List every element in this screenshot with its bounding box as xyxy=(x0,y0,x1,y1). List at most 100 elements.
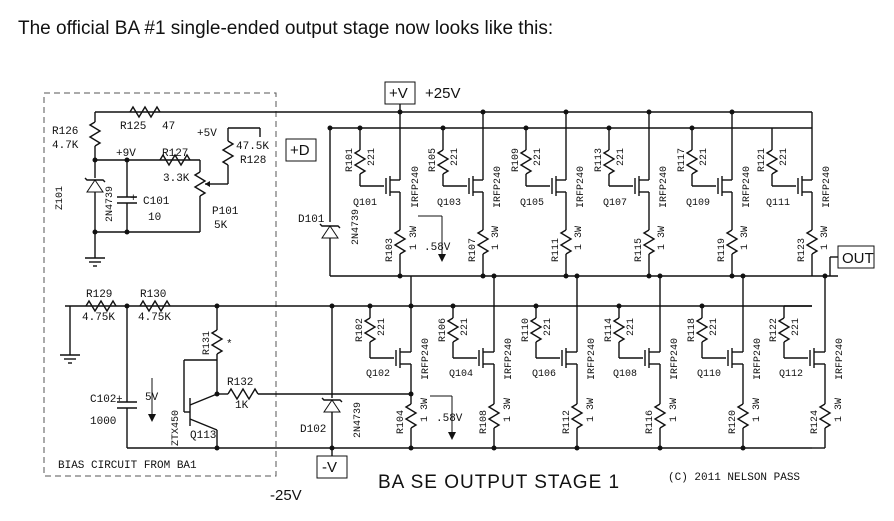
lower-part: IRFP240 xyxy=(504,338,515,380)
stage-title: BA SE OUTPUT STAGE 1 xyxy=(378,472,620,493)
neg-rail-box xyxy=(316,455,348,479)
upper-q-label: Q101 xyxy=(353,198,377,209)
r132-resistor xyxy=(227,387,259,401)
upper-part: IRFP240 xyxy=(822,166,833,208)
z101-label: Z101 xyxy=(55,186,66,210)
r131-resistor xyxy=(210,329,224,355)
lower-part: IRFP240 xyxy=(670,338,681,380)
upper-rs-value: 1 3W xyxy=(409,226,420,250)
lower-rs-value: 1 3W xyxy=(503,398,514,422)
upper-rg-value: 221 xyxy=(779,148,790,166)
neg-rail-box-label: -V xyxy=(322,459,337,476)
upper-rg-label: R109 xyxy=(511,148,522,172)
lower-part: IRFP240 xyxy=(753,338,764,380)
upper-stage-4 xyxy=(602,109,656,279)
r127-label: R127 xyxy=(162,148,188,160)
upper-rs-label: R103 xyxy=(385,238,396,262)
upper-q-label: Q103 xyxy=(437,198,461,209)
lower-rg-label: R122 xyxy=(769,318,780,342)
lower-rs-label: R112 xyxy=(562,410,573,434)
p101-label: P101 xyxy=(212,206,239,218)
lower-rg-label: R102 xyxy=(355,318,366,342)
r129-resistor xyxy=(85,299,117,313)
lower-rs-label: R124 xyxy=(810,410,821,434)
lower-rs-value: 1 3W xyxy=(586,398,597,422)
lower-rg-label: R106 xyxy=(438,318,449,342)
lower-rg-value: 221 xyxy=(377,318,388,336)
upper-measure-value: .58V xyxy=(424,242,451,254)
upper-q-label: Q109 xyxy=(686,198,710,209)
z101-zener xyxy=(86,179,104,193)
upper-q-label: Q107 xyxy=(603,198,627,209)
p101-value: 5K xyxy=(214,220,228,232)
r128-label: R128 xyxy=(240,155,266,167)
lower-rs-value: 1 3W xyxy=(669,398,680,422)
upper-rs-label: R119 xyxy=(717,238,728,262)
lower-q-label: Q104 xyxy=(449,369,473,380)
lower-q-label: Q108 xyxy=(613,369,637,380)
c101-polarity: + xyxy=(130,193,137,205)
bias-measure-arrow xyxy=(148,414,156,422)
upper-stage-5 xyxy=(685,109,739,279)
upper-rg-value: 221 xyxy=(616,148,627,166)
v9-label: +9V xyxy=(116,148,136,160)
lower-rg-value: 221 xyxy=(460,318,471,336)
d102-part: 2N4739 xyxy=(353,402,364,438)
lower-rs-label: R104 xyxy=(396,410,407,434)
upper-rg-value: 221 xyxy=(699,148,710,166)
r131-label: R131 xyxy=(202,331,213,355)
r126-value: 4.7K xyxy=(52,140,79,152)
output-box-label: OUT xyxy=(842,250,874,267)
r131-star: * xyxy=(226,339,233,351)
upper-stage-3 xyxy=(519,109,573,279)
bias-circuit-label: BIAS CIRCUIT FROM BA1 xyxy=(58,460,197,472)
p101-pot xyxy=(193,171,207,197)
lower-rg-value: 221 xyxy=(543,318,554,336)
lower-measure-arrow xyxy=(448,432,456,440)
r128-value: 47.5K xyxy=(236,141,269,153)
pos-rail-voltage: +25V xyxy=(425,85,460,102)
lower-q-label: Q102 xyxy=(366,369,390,380)
r130-resistor xyxy=(139,299,171,313)
upper-rg-value: 221 xyxy=(533,148,544,166)
r127-value: 3.3K xyxy=(163,173,190,185)
r127-resistor xyxy=(159,153,191,167)
r130-label: R130 xyxy=(140,289,166,301)
upper-source-resistor xyxy=(393,229,407,255)
lower-q-label: Q112 xyxy=(779,369,803,380)
r130-value: 4.75K xyxy=(138,312,171,324)
lower-rg-label: R110 xyxy=(521,318,532,342)
c102-polarity: + xyxy=(116,394,123,406)
upper-measure-arrow xyxy=(438,254,446,262)
c101-value: 10 xyxy=(148,212,161,224)
upper-gate-resistor xyxy=(353,149,367,175)
lower-rg-value: 221 xyxy=(626,318,637,336)
d101-part: 2N4739 xyxy=(351,209,362,245)
r129-label: R129 xyxy=(86,289,112,301)
c102-label: C102 xyxy=(90,394,116,406)
q113-label: Q113 xyxy=(190,430,216,442)
upper-rs-label: R107 xyxy=(468,238,479,262)
r132-label: R132 xyxy=(227,377,253,389)
q113-part: ZTX450 xyxy=(171,410,182,446)
upper-rg-label: R113 xyxy=(594,148,605,172)
lower-rs-label: R108 xyxy=(479,410,490,434)
d101-zener xyxy=(321,225,339,239)
d101-label: D101 xyxy=(298,214,325,226)
upper-rs-label: R111 xyxy=(551,238,562,262)
lower-part: IRFP240 xyxy=(835,338,846,380)
upper-part: IRFP240 xyxy=(659,166,670,208)
r126-resistor xyxy=(88,121,102,147)
upper-rg-value: 221 xyxy=(367,148,378,166)
lower-measure-value: .58V xyxy=(436,413,463,425)
upper-part: IRFP240 xyxy=(411,166,422,208)
upper-rs-label: R115 xyxy=(634,238,645,262)
r129-value: 4.75K xyxy=(82,312,115,324)
r125-label: R125 xyxy=(120,121,146,133)
lower-rs-label: R116 xyxy=(645,410,656,434)
upper-rs-label: R123 xyxy=(797,238,808,262)
lower-rg-value: 221 xyxy=(709,318,720,336)
upper-q-label: Q111 xyxy=(766,198,790,209)
lower-stages xyxy=(363,273,832,451)
